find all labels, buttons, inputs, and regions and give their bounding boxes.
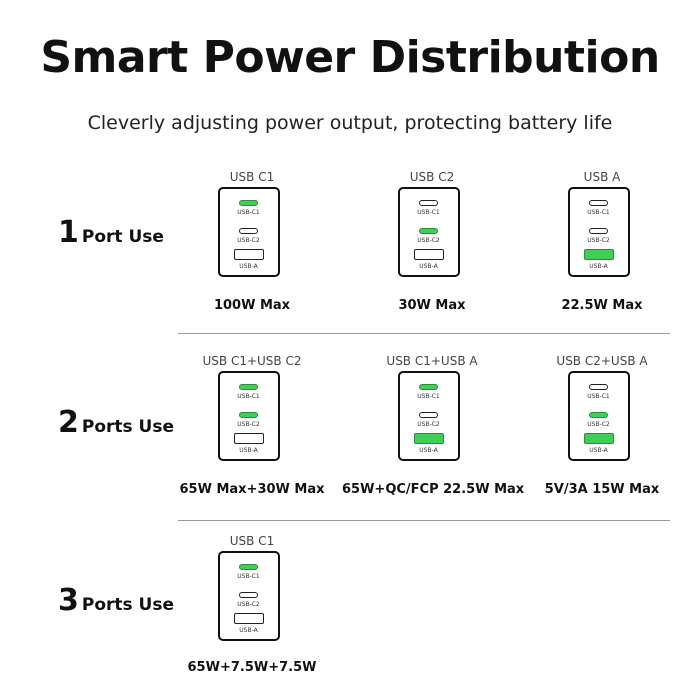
port-config-1-2: USB C2 USB-C1 USB-C2 USB-A 30W Max [342, 171, 522, 331]
usb-a-port-label: USB-A [419, 447, 438, 454]
charger-icon: USB-C1 USB-C2 USB-A [398, 187, 460, 277]
usb-c2-port-icon [239, 592, 258, 598]
port-config-2-2: USB C1+USB A USB-C1 USB-C2 USB-A 65W+QC/… [342, 354, 525, 515]
port-config-1-3: USB A USB-C1 USB-C2 USB-A 22.5W Max [512, 171, 692, 331]
usb-a-port-icon [234, 433, 264, 444]
page-title: Smart Power Distribution [40, 32, 660, 83]
usb-a-port-label: USB-A [239, 263, 258, 270]
usb-a-port-icon [234, 249, 264, 260]
power-output-label: 100W Max [213, 298, 291, 313]
usb-c1-port-icon [239, 200, 258, 206]
usb-c2-port-label: USB-C2 [417, 237, 440, 244]
charger-icon: USB-C1 USB-C2 USB-A [218, 187, 280, 277]
usb-c1-port-label: USB-C1 [417, 393, 440, 400]
usb-c2-port-icon [239, 228, 258, 234]
row-divider-2 [178, 520, 670, 521]
usb-c1-port-label: USB-C1 [587, 209, 610, 216]
usb-c2-port-label: USB-C2 [587, 237, 610, 244]
charger-icon: USB-C1 USB-C2 USB-A [568, 187, 630, 277]
power-output-label: 22.5W Max [561, 298, 643, 313]
usb-c1-port-icon [419, 384, 438, 390]
port-config-2-1: USB C1+USB C2 USB-C1 USB-C2 USB-A 65W Ma… [162, 355, 342, 515]
port-config-2-3: USB C2+USB A USB-C1 USB-C2 USB-A 5V/3A 1… [512, 355, 692, 515]
usb-c1-port-label: USB-C1 [237, 393, 260, 400]
row-label-2: 2 Ports Use [58, 408, 174, 438]
charger-icon: USB-C1 USB-C2 USB-A [218, 371, 280, 461]
port-combo-label: USB C1+USB A [386, 354, 478, 368]
port-config-3-1: USB C1 USB-C1 USB-C2 USB-A 65W+7.5W+7.5W [162, 535, 342, 695]
usb-c1-port-label: USB-C1 [587, 393, 610, 400]
page-subtitle: Cleverly adjusting power output, protect… [87, 112, 613, 134]
usb-a-port-icon [584, 249, 614, 260]
usb-a-port-label: USB-A [419, 263, 438, 270]
port-combo-label: USB C1 [229, 534, 275, 548]
row-number: 2 [58, 405, 79, 440]
power-output-label: 65W+7.5W+7.5W [187, 660, 317, 675]
usb-a-port-label: USB-A [239, 627, 258, 634]
port-combo-label: USB C2+USB A [556, 354, 648, 368]
usb-c1-port-icon [589, 384, 608, 390]
usb-a-port-label: USB-A [589, 263, 608, 270]
usb-a-port-label: USB-A [239, 447, 258, 454]
usb-c2-port-icon [589, 228, 608, 234]
port-config-1-1: USB C1 USB-C1 USB-C2 USB-A 100W Max [162, 171, 342, 331]
port-combo-label: USB C2 [409, 170, 455, 184]
usb-c1-port-icon [239, 564, 258, 570]
usb-c1-port-icon [589, 200, 608, 206]
usb-c2-port-label: USB-C2 [587, 421, 610, 428]
usb-c2-port-label: USB-C2 [237, 421, 260, 428]
port-combo-label: USB C1 [229, 170, 275, 184]
usb-a-port-icon [234, 613, 264, 624]
usb-c1-port-icon [239, 384, 258, 390]
row-label-1: 1 Port Use [58, 218, 164, 248]
usb-a-port-icon [414, 249, 444, 260]
usb-c2-port-label: USB-C2 [417, 421, 440, 428]
usb-c2-port-icon [419, 228, 438, 234]
power-output-label: 30W Max [398, 298, 466, 313]
row-word: Ports Use [81, 417, 175, 437]
usb-c2-port-label: USB-C2 [237, 237, 260, 244]
usb-c2-port-icon [589, 412, 608, 418]
usb-a-port-icon [584, 433, 614, 444]
row-number: 1 [58, 215, 79, 250]
row-word: Port Use [81, 227, 164, 247]
usb-a-port-icon [414, 433, 444, 444]
usb-c1-port-icon [419, 200, 438, 206]
row-label-3: 3 Ports Use [58, 586, 174, 616]
power-output-label: 5V/3A 15W Max [544, 482, 660, 497]
port-combo-label: USB C1+USB C2 [202, 354, 302, 368]
charger-icon: USB-C1 USB-C2 USB-A [218, 551, 280, 641]
port-combo-label: USB A [583, 170, 621, 184]
usb-c2-port-icon [419, 412, 438, 418]
charger-icon: USB-C1 USB-C2 USB-A [398, 371, 460, 461]
usb-c1-port-label: USB-C1 [417, 209, 440, 216]
row-word: Ports Use [81, 595, 175, 615]
row-number: 3 [58, 583, 79, 618]
usb-a-port-label: USB-A [589, 447, 608, 454]
power-output-label: 65W+QC/FCP 22.5W Max [342, 482, 525, 497]
charger-icon: USB-C1 USB-C2 USB-A [568, 371, 630, 461]
usb-c2-port-label: USB-C2 [237, 601, 260, 608]
usb-c1-port-label: USB-C1 [237, 573, 260, 580]
usb-c1-port-label: USB-C1 [237, 209, 260, 216]
row-divider-1 [178, 333, 670, 334]
power-output-label: 65W Max+30W Max [179, 482, 325, 497]
usb-c2-port-icon [239, 412, 258, 418]
